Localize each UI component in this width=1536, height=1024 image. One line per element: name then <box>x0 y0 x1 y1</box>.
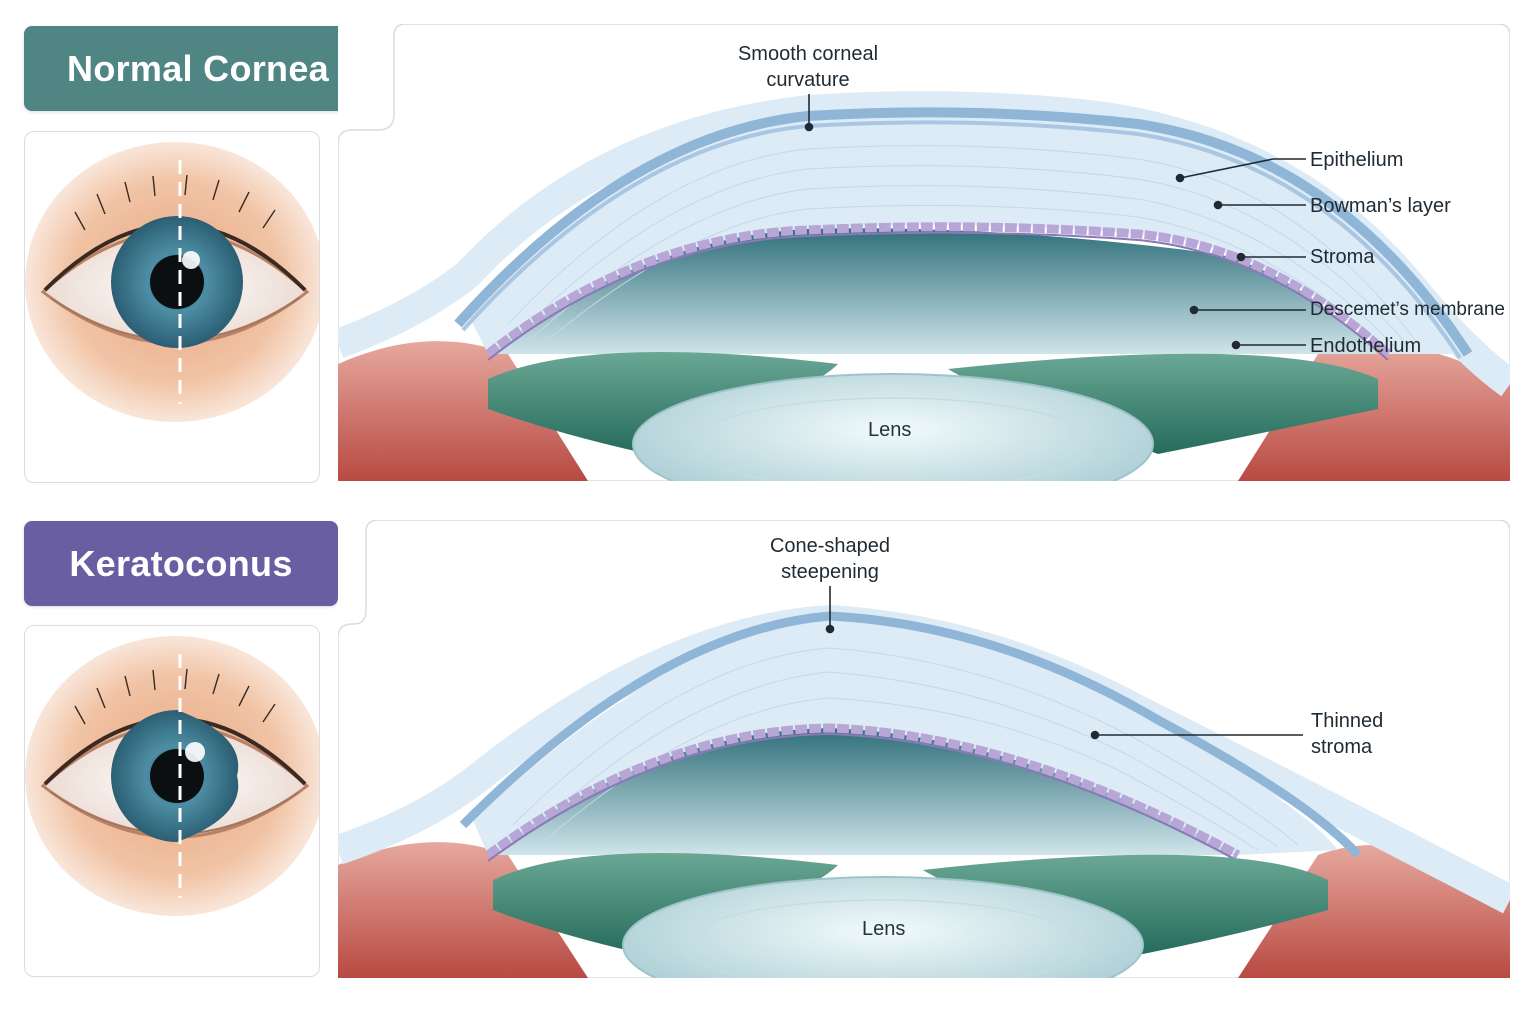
iris-left <box>488 352 838 454</box>
cone-steepening-label: Cone-shaped steepening <box>769 535 891 583</box>
highlight <box>185 742 205 762</box>
stroma-fibers <box>512 647 1299 851</box>
epithelium-label: Epithelium <box>1310 149 1404 171</box>
normal-cornea-cross-section: Smooth corneal curvature Epithelium Bowm… <box>338 24 1510 481</box>
stroma-fibers <box>507 145 1419 353</box>
thinned-stroma-label: Thinned stroma <box>1311 710 1384 758</box>
iris-right <box>948 353 1378 454</box>
lens <box>622 876 1144 978</box>
leader-lines <box>825 586 1303 740</box>
lens-label: Lens <box>868 419 912 441</box>
keratoconus-title: Keratoconus <box>24 521 338 606</box>
epithelium-layer <box>459 611 1362 859</box>
descemets-membrane <box>487 231 1389 361</box>
keratoconus-eye-front-view <box>24 625 320 977</box>
pupil <box>150 749 204 803</box>
anterior-chamber <box>488 228 1378 354</box>
eyelash-strokes <box>74 668 276 725</box>
lens <box>632 373 1154 481</box>
normal-eye-front-view <box>24 131 320 483</box>
smooth-curvature-label: Smooth corneal curvature <box>737 43 879 91</box>
descemets-membrane-label: Descemet’s membrane <box>1310 299 1506 320</box>
bowmans-layer <box>461 120 1462 360</box>
normal-cornea-title: Normal Cornea <box>24 26 372 111</box>
endothelium-layer <box>485 723 1241 859</box>
lens-inner <box>682 899 1084 978</box>
ciliary-tissue-left <box>338 842 588 978</box>
lens-inner <box>692 397 1094 481</box>
ciliary-tissue-left <box>338 341 588 481</box>
leader-lines <box>804 94 1306 350</box>
bowmans-layer-label: Bowman’s layer <box>1310 195 1451 217</box>
epithelium-layer <box>454 107 1473 357</box>
endothelium-label: Endothelium <box>1310 335 1422 357</box>
iris-left <box>493 853 838 955</box>
lens-label: Lens <box>862 918 906 940</box>
stroma-label: Stroma <box>1310 246 1375 268</box>
descemets-membrane <box>487 732 1239 862</box>
stroma <box>468 121 1458 355</box>
endothelium-layer <box>485 222 1392 358</box>
iris-right <box>923 854 1328 955</box>
keratoconus-cross-section: Cone-shaped steepening Thinned stroma Le… <box>338 520 1510 978</box>
eyelash-strokes <box>74 174 276 231</box>
highlight <box>182 251 200 269</box>
